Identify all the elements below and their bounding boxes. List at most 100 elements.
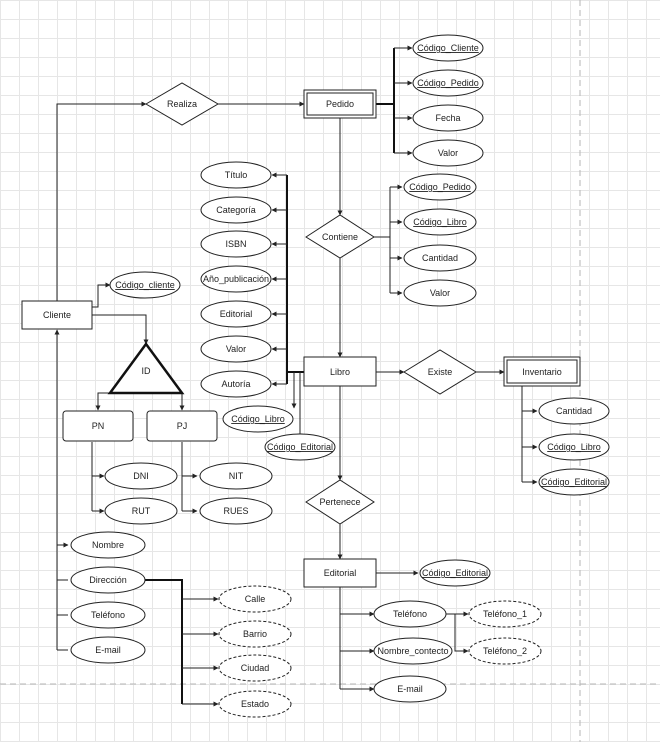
attribute-telefono-cliente[interactable]: Teléfono xyxy=(70,601,146,629)
edge-id-pn xyxy=(95,392,110,411)
svg-text:RUES: RUES xyxy=(223,506,248,516)
attribute-codigo-cliente[interactable]: Código_cliente xyxy=(109,271,181,299)
attribute-codigo-editorial-libro[interactable]: Código_Editorial xyxy=(264,433,336,461)
svg-text:Nombre_contecto: Nombre_contecto xyxy=(377,646,448,656)
relationship-realiza[interactable]: Realiza xyxy=(145,82,219,126)
svg-text:Código_cliente: Código_cliente xyxy=(115,280,175,290)
specialization-id[interactable]: ID xyxy=(107,341,185,395)
svg-text:Teléfono_2: Teléfono_2 xyxy=(483,646,527,656)
attribute-telefono-1[interactable]: Teléfono_1 xyxy=(468,600,542,628)
svg-text:E-mail: E-mail xyxy=(95,645,121,655)
attribute-valor-contiene[interactable]: Valor xyxy=(403,279,477,307)
svg-text:Año_publicación: Año_publicación xyxy=(203,274,269,284)
svg-text:Código_Libro: Código_Libro xyxy=(231,414,285,424)
entity-cliente[interactable]: Cliente xyxy=(21,300,93,330)
attribute-titulo[interactable]: Título xyxy=(200,161,272,189)
svg-text:DNI: DNI xyxy=(133,471,149,481)
attribute-rut[interactable]: RUT xyxy=(104,497,178,525)
svg-text:Código_Cliente: Código_Cliente xyxy=(417,43,479,53)
svg-text:Código_Libro: Código_Libro xyxy=(413,217,467,227)
svg-text:ISBN: ISBN xyxy=(225,239,246,249)
svg-text:Código_Libro: Código_Libro xyxy=(547,442,601,452)
attribute-cantidad-contiene[interactable]: Cantidad xyxy=(403,244,477,272)
edge-cliente-realiza xyxy=(56,101,147,301)
svg-text:Título: Título xyxy=(225,170,248,180)
svg-text:Fecha: Fecha xyxy=(435,113,460,123)
attribute-ciudad[interactable]: Ciudad xyxy=(218,654,292,682)
relationship-contiene[interactable]: Contiene xyxy=(305,214,375,259)
attribute-codigo-pedido-pedido[interactable]: Código_Pedido xyxy=(412,69,484,97)
attribute-codigo-cliente-pedido[interactable]: Código_Cliente xyxy=(412,34,484,62)
svg-text:Existe: Existe xyxy=(428,367,453,377)
attribute-valor-pedido[interactable]: Valor xyxy=(412,139,484,167)
entity-pedido[interactable]: Pedido xyxy=(303,89,377,119)
attribute-dni[interactable]: DNI xyxy=(104,462,178,490)
edge-cliente-id xyxy=(92,314,149,345)
svg-text:Pedido: Pedido xyxy=(326,99,354,109)
attribute-calle[interactable]: Calle xyxy=(218,585,292,613)
attribute-nombre[interactable]: Nombre xyxy=(70,531,146,559)
connectors xyxy=(54,45,538,707)
svg-text:Código_Editorial: Código_Editorial xyxy=(267,442,333,452)
svg-text:Cantidad: Cantidad xyxy=(422,253,458,263)
attribute-codigo-libro-contiene[interactable]: Código_Libro xyxy=(403,208,477,236)
entity-inventario[interactable]: Inventario xyxy=(503,356,581,387)
attribute-codigo-libro-libro[interactable]: Código_Libro xyxy=(222,405,294,433)
svg-text:Cantidad: Cantidad xyxy=(556,406,592,416)
svg-text:Calle: Calle xyxy=(245,594,266,604)
svg-text:PN: PN xyxy=(92,421,105,431)
svg-text:Código_Editorial: Código_Editorial xyxy=(541,477,607,487)
attribute-cantidad-inventario[interactable]: Cantidad xyxy=(538,397,610,425)
attribute-nit[interactable]: NIT xyxy=(199,462,273,490)
attribute-isbn[interactable]: ISBN xyxy=(200,230,272,258)
attribute-barrio[interactable]: Barrio xyxy=(218,620,292,648)
attribute-editorial-libro[interactable]: Editorial xyxy=(200,300,272,328)
attribute-codigo-libro-inventario[interactable]: Código_Libro xyxy=(538,433,610,461)
attribute-codigo-pedido-contiene[interactable]: Código_Pedido xyxy=(403,173,477,201)
relationship-existe[interactable]: Existe xyxy=(403,349,477,395)
attribute-categoria[interactable]: Categoría xyxy=(200,196,272,224)
svg-text:Realiza: Realiza xyxy=(167,99,197,109)
attribute-email-cliente[interactable]: E-mail xyxy=(70,636,146,664)
svg-text:Valor: Valor xyxy=(226,344,246,354)
svg-text:RUT: RUT xyxy=(132,506,151,516)
attribute-rues[interactable]: RUES xyxy=(199,497,273,525)
attribute-telefono-2[interactable]: Teléfono_2 xyxy=(468,637,542,665)
attribute-ano-publicacion[interactable]: Año_publicación xyxy=(200,265,272,293)
svg-text:Cliente: Cliente xyxy=(43,310,71,320)
svg-text:Libro: Libro xyxy=(330,367,350,377)
svg-text:Código_Pedido: Código_Pedido xyxy=(417,78,479,88)
svg-text:Teléfono_1: Teléfono_1 xyxy=(483,609,527,619)
svg-text:Editorial: Editorial xyxy=(324,568,357,578)
svg-text:Pertenece: Pertenece xyxy=(319,497,360,507)
attribute-telefono-editorial[interactable]: Teléfono xyxy=(373,600,447,628)
svg-text:Barrio: Barrio xyxy=(243,629,267,639)
svg-text:Dirección: Dirección xyxy=(89,575,127,585)
attribute-valor-libro[interactable]: Valor xyxy=(200,335,272,363)
attribute-codigo-editorial-inventario[interactable]: Código_Editorial xyxy=(538,468,610,496)
direccion-attribute-bus xyxy=(142,579,183,704)
attribute-direccion[interactable]: Dirección xyxy=(70,566,146,594)
svg-text:Editorial: Editorial xyxy=(220,309,253,319)
entity-editorial[interactable]: Editorial xyxy=(303,558,377,588)
attribute-fecha[interactable]: Fecha xyxy=(412,104,484,132)
svg-text:Valor: Valor xyxy=(430,288,450,298)
svg-text:PJ: PJ xyxy=(177,421,188,431)
edge-cliente-key xyxy=(92,282,111,308)
entity-pn[interactable]: PN xyxy=(62,410,134,442)
svg-text:Categoría: Categoría xyxy=(216,205,256,215)
svg-text:Teléfono: Teléfono xyxy=(91,610,125,620)
entity-libro[interactable]: Libro xyxy=(303,356,377,387)
attribute-nombre-contecto[interactable]: Nombre_contecto xyxy=(373,637,453,665)
entity-pj[interactable]: PJ xyxy=(146,410,218,442)
svg-text:Código_Editorial: Código_Editorial xyxy=(422,568,488,578)
attribute-email-editorial[interactable]: E-mail xyxy=(373,675,447,703)
attribute-estado[interactable]: Estado xyxy=(218,690,292,718)
attribute-codigo-editorial-editorial[interactable]: Código_Editorial xyxy=(419,559,491,587)
attribute-autoria[interactable]: Autoría xyxy=(200,370,272,398)
svg-text:Código_Pedido: Código_Pedido xyxy=(409,182,471,192)
relationship-pertenece[interactable]: Pertenece xyxy=(305,479,375,525)
svg-text:Estado: Estado xyxy=(241,699,269,709)
